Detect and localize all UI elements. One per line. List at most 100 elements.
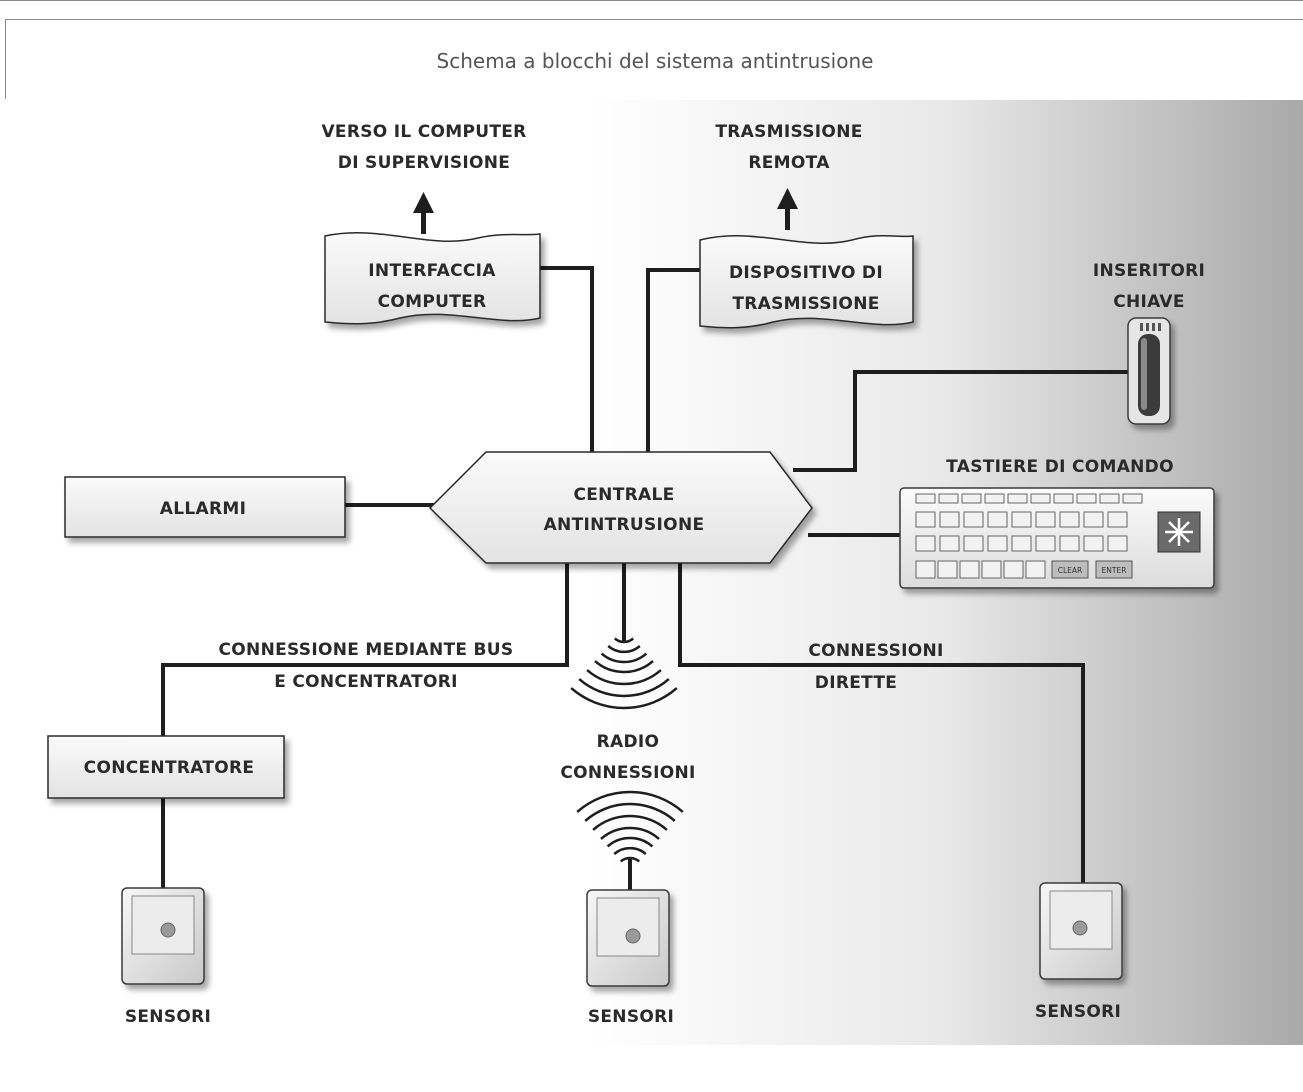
central-unit-line2: ANTINTRUSIONE	[544, 515, 705, 535]
keyboard-key	[959, 560, 980, 579]
line-key-inserter	[793, 370, 1130, 472]
concentrator-box	[47, 735, 285, 799]
keyboard-key	[963, 511, 984, 528]
central-unit-line1: CENTRALE	[573, 485, 674, 505]
radio-wave-arc	[613, 637, 635, 644]
direct-connections-line1: CONNESSIONI	[808, 641, 943, 661]
keyboard-key	[1011, 535, 1032, 552]
radio-waves-top-icon	[570, 637, 678, 710]
keyboard-key	[961, 493, 982, 504]
label-supervision-line1: VERSO IL COMPUTER	[321, 122, 526, 142]
keyboard-clear-key: CLEAR	[1051, 560, 1089, 579]
radio-wave-arc	[584, 802, 676, 822]
transmission-device-line1: DISPOSITIVO DI	[729, 263, 883, 283]
keyboard-star-icon	[1157, 511, 1201, 553]
keyboard-keys	[915, 493, 1143, 579]
keyboard-key	[963, 535, 984, 552]
sensor-left-icon	[121, 887, 205, 985]
caption-top-rule	[5, 19, 1303, 20]
key-inserters-line2: CHIAVE	[1113, 292, 1185, 312]
radio-wave-arc	[592, 814, 668, 831]
keyboards-label: TASTIERE DI COMANDO	[946, 457, 1174, 477]
radio-wave-arc	[613, 846, 647, 855]
connection-lines	[161, 266, 1130, 892]
line-computer-interface	[538, 266, 594, 454]
key-inserters-line1: INSERITORI	[1093, 261, 1205, 281]
keyboard-key	[1099, 493, 1120, 504]
label-remote-line2: REMOTA	[748, 153, 830, 173]
computer-interface-line1: INTERFACCIA	[368, 261, 496, 281]
line-direct	[678, 561, 1085, 890]
sensor-right-icon	[1039, 882, 1123, 980]
radio-waves-bottom-icon	[576, 790, 684, 863]
keyboard-key	[1003, 560, 1024, 579]
keyboard-key	[1053, 493, 1074, 504]
keyboard-key	[1076, 493, 1097, 504]
key-inserter-device	[1127, 317, 1171, 425]
radio-wave-arc	[600, 652, 648, 664]
keyboard-key	[1011, 511, 1032, 528]
keyboard-key	[1030, 493, 1051, 504]
keyboard-key	[1035, 535, 1056, 552]
keyboard-key	[915, 560, 936, 579]
keyboard-enter-key: ENTER	[1095, 560, 1133, 579]
keyboard-key	[1059, 535, 1080, 552]
radio-wave-arc	[576, 790, 684, 813]
figure-caption: Schema a blocchi del sistema antintrusio…	[436, 49, 874, 73]
arrow-up-supervision	[413, 192, 434, 234]
keyboard-key	[915, 493, 936, 504]
computer-interface-line2: COMPUTER	[378, 292, 487, 312]
keyboard-key	[1007, 493, 1028, 504]
line-bus	[161, 561, 569, 738]
radio-wave-arc	[619, 856, 641, 863]
keyboard-key	[938, 493, 959, 504]
bus-connection-line2: E CONCENTRATORI	[274, 672, 458, 692]
sensors-center-label: SENSORI	[588, 1007, 674, 1027]
alarms-label: ALLARMI	[160, 499, 246, 519]
keyboard-key	[939, 511, 960, 528]
keyboard-enter-label: ENTER	[1102, 566, 1127, 575]
computer-interface-box	[324, 232, 541, 325]
keyboard-key	[981, 560, 1002, 579]
radio-wave-arc	[594, 660, 654, 674]
keyboard-key	[937, 560, 958, 579]
keyboard-key	[987, 535, 1008, 552]
caption-left-rule	[5, 19, 6, 99]
keyboard-key	[1035, 511, 1056, 528]
central-unit-box	[428, 451, 813, 564]
keyboard-key	[987, 511, 1008, 528]
keyboard-key	[915, 511, 936, 528]
keyboard-key	[1107, 511, 1128, 528]
control-keyboard: CLEAR ENTER	[899, 487, 1215, 589]
radio-wave-arc	[607, 645, 641, 654]
keyboard-key	[1107, 535, 1128, 552]
keyboard-key	[984, 493, 1005, 504]
radio-wave-arc	[586, 669, 662, 686]
keyboard-key	[1025, 560, 1046, 579]
label-remote-line1: TRASMISSIONE	[715, 122, 862, 142]
radio-wave-arc	[600, 826, 660, 840]
keyboard-key	[1122, 493, 1143, 504]
direct-connections-line2: DIRETTE	[815, 673, 897, 693]
keyboard-clear-label: CLEAR	[1058, 566, 1083, 575]
keyboard-key	[1083, 511, 1104, 528]
label-supervision-line2: DI SUPERVISIONE	[338, 153, 510, 173]
radio-wave-arc	[606, 836, 654, 848]
keyboard-key	[1083, 535, 1104, 552]
radio-wave-arc	[570, 687, 678, 710]
sensors-left-label: SENSORI	[125, 1007, 211, 1027]
concentrator-label: CONCENTRATORE	[84, 758, 255, 778]
keyboard-key	[1059, 511, 1080, 528]
radio-connections-line1: RADIO	[597, 732, 660, 752]
radio-wave-arc	[578, 678, 670, 698]
transmission-device-box	[699, 234, 914, 329]
keyboard-key	[939, 535, 960, 552]
caption-frame: Schema a blocchi del sistema antintrusio…	[0, 0, 1303, 100]
arrow-up-remote	[777, 188, 798, 230]
sensor-center-icon	[586, 889, 670, 987]
sensors-right-label: SENSORI	[1035, 1002, 1121, 1022]
line-transmission-device	[646, 268, 702, 454]
keyboard-key	[915, 535, 936, 552]
transmission-device-line2: TRASMISSIONE	[732, 294, 879, 314]
